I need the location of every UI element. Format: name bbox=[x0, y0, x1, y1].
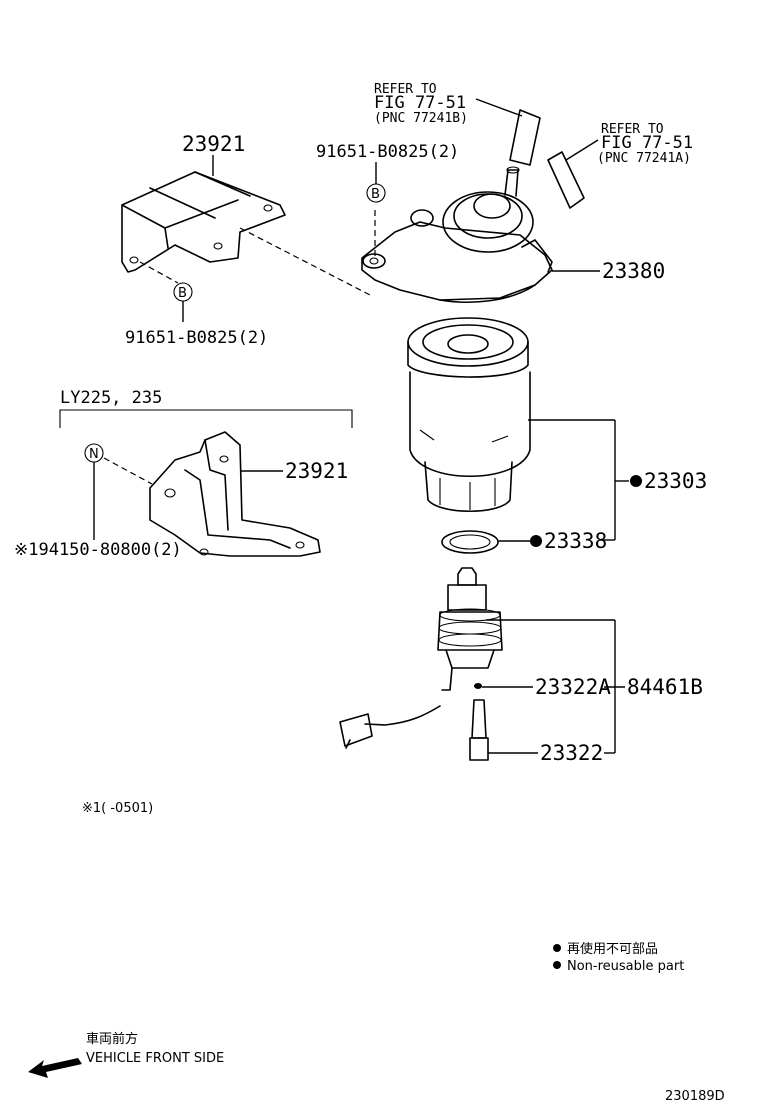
filter-element-drawing bbox=[407, 317, 531, 513]
footnote: ※1( -0501) bbox=[82, 801, 153, 816]
variant-group-bracket bbox=[59, 409, 353, 428]
legend-dot-en bbox=[553, 961, 561, 969]
bolt-marker-upper: B bbox=[366, 183, 386, 203]
filter-element-label: 23303 bbox=[644, 469, 707, 493]
refer-a-line3: (PNC 77241A) bbox=[597, 151, 691, 166]
lower-bracket-label: 23921 bbox=[285, 459, 348, 483]
legend-dot-jp bbox=[553, 944, 561, 952]
bolt-label-lower: 91651-B0825(2) bbox=[125, 328, 268, 348]
front-arrow-icon bbox=[28, 1058, 82, 1078]
svg-text:N: N bbox=[89, 447, 99, 462]
legend-en: Non-reusable part bbox=[567, 959, 684, 974]
sensor-drawing bbox=[339, 567, 503, 761]
refer-b-line1: REFER TO bbox=[374, 82, 437, 97]
lower-bracket-drawing bbox=[149, 431, 321, 557]
bolt-marker-lower: B bbox=[173, 282, 193, 302]
upper-bracket-drawing bbox=[121, 171, 286, 273]
gasket-label: 23338 bbox=[544, 529, 607, 553]
refer-a-line2: FIG 77-51 bbox=[601, 133, 693, 153]
hose-pipe-a bbox=[547, 151, 585, 209]
hose-pipe-b bbox=[509, 109, 541, 166]
legend-jp: 再使用不可部品 bbox=[567, 941, 658, 957]
non-reusable-dot-filter bbox=[630, 475, 642, 487]
bolt-label-upper: 91651-B0825(2) bbox=[316, 142, 459, 162]
svg-text:B: B bbox=[178, 286, 187, 301]
sensor-label: 23322 bbox=[540, 741, 603, 765]
upper-bracket-label: 23921 bbox=[182, 132, 245, 156]
svg-text:B: B bbox=[371, 187, 380, 202]
non-reusable-dot-gasket bbox=[530, 535, 542, 547]
filter-header-label: 23380 bbox=[602, 259, 665, 283]
refer-b-line2: FIG 77-51 bbox=[374, 93, 466, 113]
variant-title: LY225, 235 bbox=[60, 388, 162, 408]
refer-a-line1: REFER TO bbox=[601, 122, 664, 137]
sensor-oring-label: 23322A bbox=[535, 675, 611, 699]
figure-id: 230189D bbox=[665, 1089, 725, 1104]
nut-label: ※194150-80800(2) bbox=[14, 540, 182, 560]
gasket-drawing bbox=[441, 530, 499, 554]
refer-b-line3: (PNC 77241B) bbox=[374, 111, 468, 126]
sensor-set-label: 84461B bbox=[627, 675, 703, 699]
front-label-en: VEHICLE FRONT SIDE bbox=[86, 1051, 224, 1066]
front-label-jp: 車両前方 bbox=[86, 1031, 138, 1047]
filter-header-drawing bbox=[361, 166, 553, 303]
nut-marker: N bbox=[84, 443, 104, 463]
